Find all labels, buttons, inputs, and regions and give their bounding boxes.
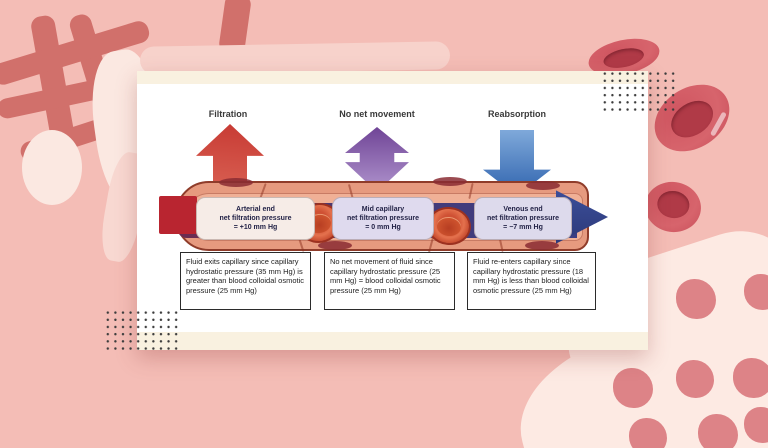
- endothelial-nucleus-icon: [526, 181, 560, 190]
- section-name: Mid capillary: [361, 205, 405, 213]
- section-value: = 0 mm Hg: [365, 224, 401, 232]
- polka-dot: [744, 274, 768, 310]
- no-net-movement-explanation-box: No net movement of fluid since capillary…: [324, 252, 455, 310]
- section-line2: net filtration pressure: [347, 214, 419, 222]
- polka-dot: [733, 358, 768, 398]
- endothelial-nucleus-icon: [433, 177, 467, 186]
- polka-dot: [676, 360, 714, 398]
- reabsorption-explanation-box: Fluid re-enters capillary since capillar…: [467, 252, 596, 310]
- section-name: Venous end: [503, 205, 543, 213]
- endothelial-nucleus-icon: [219, 178, 253, 187]
- section-value: = +10 mm Hg: [233, 224, 278, 232]
- dot-grid: [104, 309, 182, 353]
- venous-pressure-box: Venous end net filtration pressure = −7 …: [474, 197, 572, 240]
- cream-blob: [22, 130, 82, 205]
- section-line2: net filtration pressure: [487, 214, 559, 222]
- section-name: Arterial end: [236, 205, 275, 213]
- no-net-movement-label: No net movement: [339, 109, 415, 119]
- inflow-arrow-icon: [159, 196, 197, 234]
- polka-dot: [629, 418, 667, 448]
- arterial-pressure-box: Arterial end net filtration pressure = +…: [196, 197, 315, 240]
- reabsorption-label: Reabsorption: [487, 109, 546, 119]
- polka-dot: [676, 279, 716, 319]
- section-line2: net filtration pressure: [219, 214, 292, 222]
- polka-dot: [744, 407, 768, 443]
- endothelial-nucleus-icon: [318, 241, 352, 250]
- rbc-dent: [436, 215, 462, 237]
- filtration-label: Filtration: [208, 109, 248, 119]
- polka-dot: [698, 414, 738, 448]
- mid-capillary-pressure-box: Mid capillary net filtration pressure = …: [332, 197, 434, 240]
- dot-grid: [601, 70, 679, 114]
- filtration-explanation-box: Fluid exits capillary since capillary hy…: [180, 252, 311, 310]
- section-value: = −7 mm Hg: [503, 224, 543, 232]
- polka-dot: [613, 368, 653, 408]
- endothelial-nucleus-icon: [525, 241, 559, 250]
